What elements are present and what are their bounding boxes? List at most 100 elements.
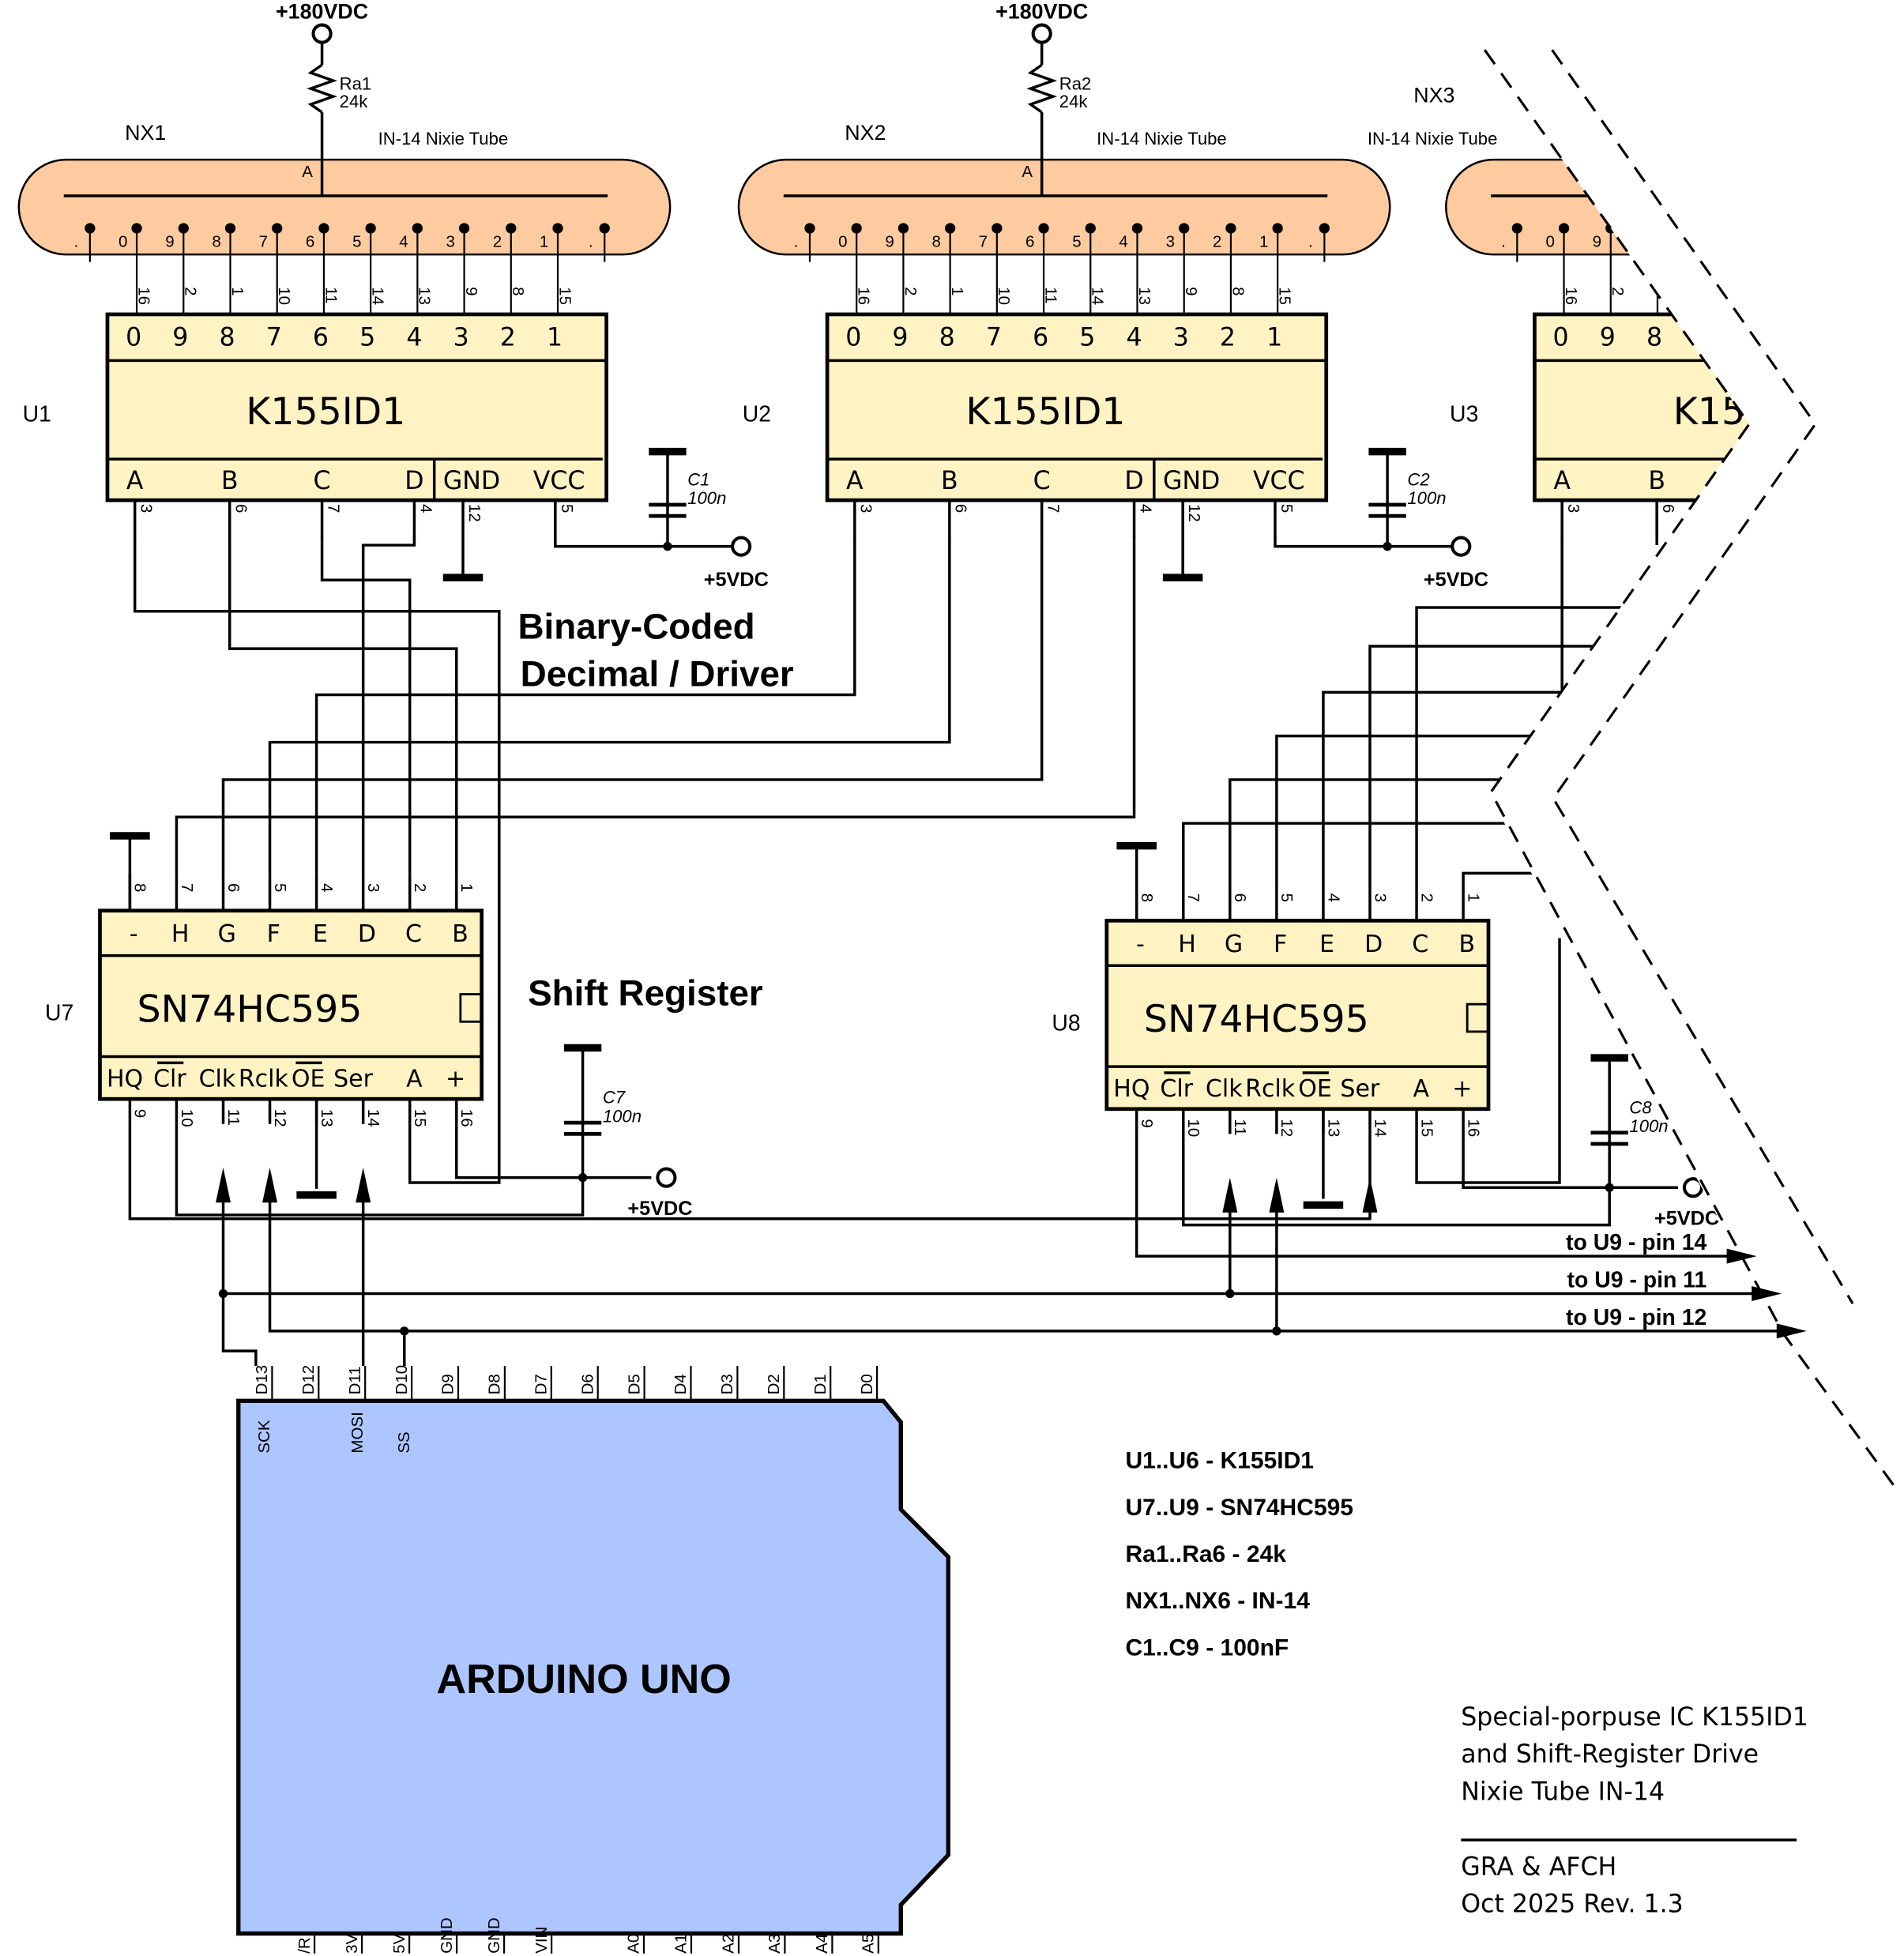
ic-pin-label: GND — [443, 467, 500, 495]
cathode-label: 9 — [1593, 233, 1601, 251]
ic-body — [98, 908, 484, 1101]
ic-pin-label: GND — [1163, 467, 1220, 495]
bom-line: U7..U9 - SN74HC595 — [1125, 1495, 1353, 1521]
bom-line: Ra1..Ra6 - 24k — [1125, 1541, 1286, 1567]
lv-supply-label: +5VDC — [1654, 1208, 1719, 1230]
pin-number: 6 — [1231, 893, 1249, 902]
arduino-pin-label: A5 — [860, 1934, 878, 1954]
wire-u2-a — [314, 536, 856, 874]
pin-number: 7 — [1044, 504, 1063, 513]
ground-symbol — [1116, 841, 1157, 850]
ic-pin-label: B — [221, 467, 239, 495]
ic-pin-label: C — [1412, 931, 1428, 958]
wire-u4-c — [1462, 871, 1673, 883]
arduino-pin-label: 5V — [390, 1933, 408, 1953]
pin-number: 3 — [857, 504, 875, 513]
ic-pin-label: VCC — [533, 467, 585, 495]
pin-number: 11 — [322, 287, 340, 303]
ic-pin-label: Clk — [1206, 1075, 1243, 1103]
arduino-pin-label: D11 — [346, 1366, 364, 1394]
pin-number: 2 — [182, 287, 200, 295]
capacitor-value: 100n — [603, 1106, 642, 1126]
hv-supply-label: +180VDC — [276, 0, 368, 24]
ground-symbol — [1303, 1201, 1344, 1209]
pin-number: 15 — [1417, 1119, 1436, 1137]
ic-pin-label: B — [1459, 931, 1476, 958]
ic-pin-label: C — [314, 467, 331, 495]
ic-pin-label: 9 — [892, 323, 908, 352]
cathode-pin — [1745, 223, 1757, 234]
pin-number: 11 — [1749, 287, 1767, 303]
wire-u1-b — [228, 536, 458, 874]
cathode-pin — [1179, 223, 1190, 234]
cathode-label: 1 — [1259, 233, 1268, 251]
ic-pin-label: C — [405, 920, 422, 948]
cathode-label: 3 — [1166, 233, 1175, 251]
ic-u7: SN74HC595U7-8H7G6F5E4D3C2B1HQ9Clr10Clk11… — [45, 832, 693, 1220]
pin-number: 8 — [509, 287, 527, 295]
arduino-pin-label: VIN — [532, 1927, 551, 1954]
tube-ref: NX1 — [125, 121, 166, 145]
ic-pin-label: C — [1740, 467, 1758, 495]
arduino-pin-label: D7 — [532, 1374, 550, 1394]
ic-pin-label: 3 — [453, 323, 469, 352]
ic-pin-label: 5 — [1787, 323, 1803, 352]
cathode-pin — [318, 223, 329, 234]
ic-pin-label: 5 — [1079, 323, 1095, 352]
tube-envelope — [1445, 158, 1785, 256]
title-block-line: and Shift-Register Drive — [1461, 1740, 1759, 1769]
pin-number: 5 — [1277, 893, 1296, 902]
tube-type-label: IN-14 Nixie Tube — [378, 129, 509, 149]
capacitor-plate — [649, 502, 687, 507]
resistor-zigzag — [307, 63, 338, 114]
pin-number: 10 — [995, 287, 1013, 305]
cathode-pin — [1131, 223, 1143, 234]
ic-pin-label: 7 — [266, 323, 282, 352]
ic-pin-label: 2 — [1220, 323, 1236, 352]
ground-symbol — [1162, 574, 1203, 581]
ground-symbol — [296, 1191, 337, 1199]
pin-number: 8 — [131, 883, 149, 892]
ic-pin-label: + — [1452, 1075, 1472, 1103]
ic-pin-label: Clr — [1160, 1075, 1193, 1103]
ic-pin-label: 3 — [1173, 323, 1189, 352]
pin-number: 13 — [416, 287, 434, 305]
ic-pin-label: OE — [292, 1065, 325, 1093]
cathode-label: 0 — [1545, 233, 1554, 251]
arduino-pin-label: GND — [438, 1917, 456, 1954]
ic-pin-label: Ser — [1340, 1075, 1380, 1103]
pin-number: 16 — [1562, 287, 1580, 305]
ic-pin-label: H — [171, 920, 190, 948]
ic-pin-label: D — [1832, 467, 1851, 495]
cathode-label: 4 — [399, 233, 408, 251]
pin-number: 14 — [1371, 1119, 1389, 1137]
cathode-label: 2 — [1213, 233, 1221, 251]
ic-pin-label: 8 — [939, 323, 955, 352]
pin-number: 12 — [465, 504, 484, 522]
cathode-pin — [992, 223, 1003, 234]
wire-u2-b — [268, 536, 951, 874]
resistor-zigzag — [1026, 63, 1058, 114]
cathode-label: . — [1308, 233, 1313, 251]
cathode-label: 1 — [540, 233, 548, 251]
cathode-pin — [944, 223, 956, 234]
pin-number: 4 — [416, 504, 435, 513]
cathode-pin — [1511, 223, 1522, 234]
ic-pin-label: B — [1648, 467, 1665, 495]
pin-number: 3 — [1564, 504, 1582, 513]
cathode-label: 3 — [446, 233, 454, 251]
supply-terminal — [656, 1167, 677, 1188]
ic-pin-label: Rclk — [1245, 1075, 1296, 1103]
wire-u1-d — [361, 536, 416, 874]
wire-u3-b — [1368, 645, 1673, 883]
ground-symbol — [110, 832, 150, 840]
ic-notch — [459, 993, 484, 1023]
arduino-title: ARDUINO UNO — [436, 1657, 731, 1702]
break-line — [1551, 49, 1854, 1304]
cathode-pin — [1225, 223, 1236, 234]
arduino-pin-label: D5 — [625, 1374, 643, 1394]
pin-number: 4 — [1136, 504, 1154, 513]
ic-pin-label: 8 — [220, 323, 235, 352]
